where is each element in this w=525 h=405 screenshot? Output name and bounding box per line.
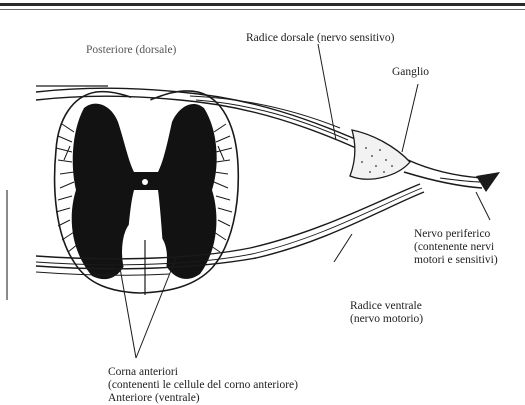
label-dorsal-root: Radice dorsale (nervo sensitivo): [246, 32, 395, 45]
ganglion: [350, 130, 410, 179]
label-peripheral-nerve-line3: motori e sensitivi): [414, 254, 498, 267]
label-ganglion: Ganglio: [392, 66, 429, 79]
label-ventral-root-line2: (nervo motorio): [350, 313, 423, 326]
peripheral-nerve: [404, 160, 500, 192]
label-anterior-horns-line2: (contenenti le cellule del corno anterio…: [108, 379, 298, 392]
label-peripheral-nerve-line1: Nervo periferico: [414, 228, 498, 241]
label-anterior-horns-line1: Corna anteriori: [108, 366, 298, 379]
label-posterior: Posteriore (dorsale): [86, 44, 176, 57]
label-ventral-root-line1: Radice ventrale: [350, 300, 423, 313]
label-anterior-ventral: Anteriore (ventrale): [108, 392, 298, 405]
label-peripheral-nerve: Nervo periferico (contenente nervi motor…: [414, 228, 498, 267]
label-peripheral-nerve-line2: (contenente nervi: [414, 241, 498, 254]
label-ventral-root: Radice ventrale (nervo motorio): [350, 300, 423, 326]
label-anterior-horns: Corna anteriori (contenenti le cellule d…: [108, 366, 298, 405]
